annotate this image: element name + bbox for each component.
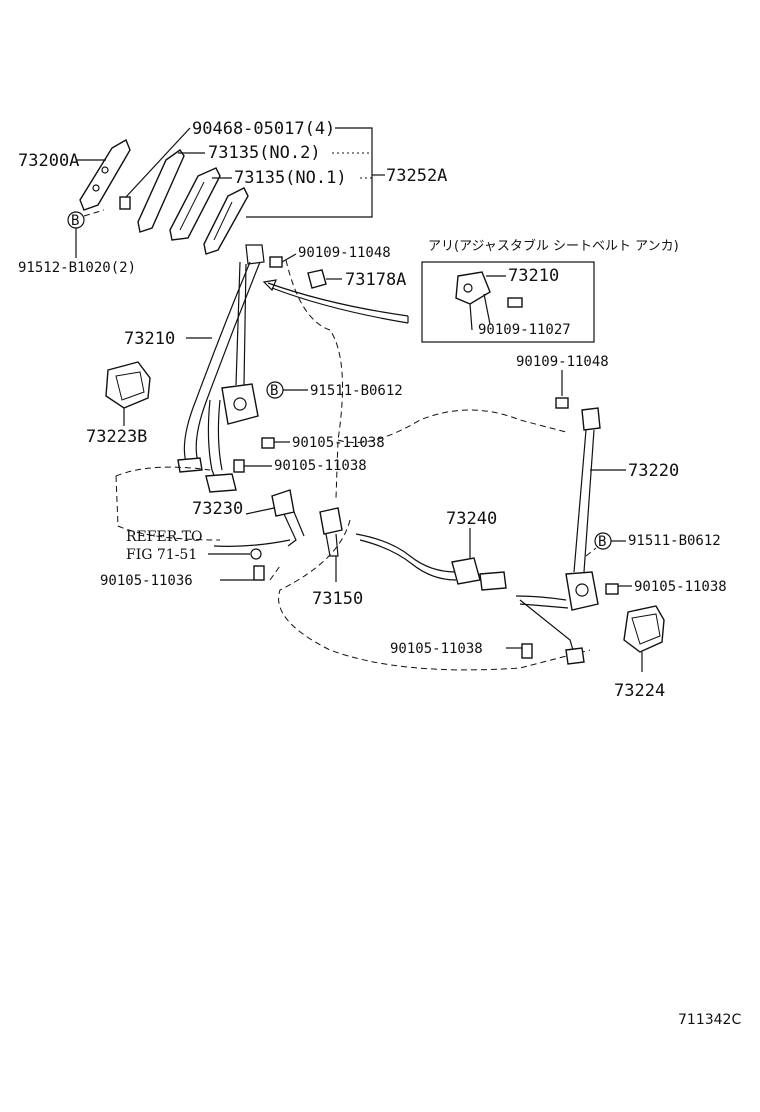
label-90105-11038-d: 90105-11038: [390, 641, 483, 657]
cover-73135-no2-drawing: [137, 149, 185, 233]
bolt-90105-11038-a-drawing: [261, 437, 275, 449]
marker-b-right-text: B: [598, 534, 606, 550]
label-90109-11048-right: 90109-11048: [516, 354, 609, 370]
label-90105-11036: 90105-11036: [100, 573, 193, 589]
bolt-90105-11036-drawing: [253, 565, 265, 581]
label-73135-no2: 73135(NO.2): [208, 143, 321, 163]
label-73240: 73240: [446, 509, 497, 529]
label-73252a: 73252A: [386, 166, 447, 186]
bolt-90468-drawing: [119, 196, 131, 210]
clip-73178a-drawing: [307, 269, 327, 289]
bolt-90109-11027-drawing: [507, 297, 523, 308]
cover-73135-lower-drawing: [203, 187, 249, 255]
buckle-73230-drawing: [213, 489, 305, 547]
label-73150: 73150: [312, 589, 363, 609]
bolt-90109-11048-right-drawing: [555, 397, 569, 409]
cover-73224-drawing: [623, 605, 665, 653]
marker-b-left-text: B: [270, 383, 278, 399]
anchor-73210-inset-drawing: [455, 271, 491, 331]
label-90468-05017: 90468-05017(4): [192, 119, 335, 139]
inset-box: [421, 261, 595, 343]
bracket-73252a: [246, 127, 373, 218]
leader-90468: [125, 127, 191, 198]
clip-refer-drawing: [250, 548, 262, 560]
label-73224: 73224: [614, 681, 665, 701]
label-90105-11038-c: 90105-11038: [634, 579, 727, 595]
label-73135-no1: 73135(NO.1): [234, 168, 347, 188]
label-73230: 73230: [192, 499, 243, 519]
label-91512-b1020: 91512-B1020(2): [18, 260, 136, 276]
bolt-90109-11048-top-drawing: [269, 256, 283, 268]
cover-73223b-drawing: [105, 361, 151, 409]
seat-belt-73210-drawing: [177, 244, 265, 493]
label-73210-inset: 73210: [508, 266, 559, 286]
seat-belt-73220-drawing: [515, 407, 601, 665]
bolt-90105-11038-c-drawing: [605, 583, 619, 595]
bolt-90105-11038-b-drawing: [233, 459, 245, 473]
marker-b-top-text: B: [71, 213, 79, 229]
bolt-90105-11038-d-drawing: [521, 643, 533, 659]
diagram-code: 711342C: [678, 1012, 741, 1028]
label-90109-11027: 90109-11027: [478, 322, 571, 338]
buckle-73150-drawing: [319, 507, 343, 557]
label-91511-b0612-left: 91511-B0612: [310, 383, 403, 399]
label-73178a: 73178A: [345, 270, 406, 290]
trim-strip: [267, 282, 409, 317]
label-73200a: 73200A: [18, 151, 79, 171]
belt-73240-drawing: [355, 533, 507, 591]
refer-line-2: FIG 71-51: [126, 547, 197, 563]
refer-line-1: REFER TO: [126, 529, 203, 545]
label-73210: 73210: [124, 329, 175, 349]
label-90105-11038-b: 90105-11038: [274, 458, 367, 474]
label-73223b: 73223B: [86, 427, 147, 447]
arrow-head: [262, 279, 277, 292]
seat-outline: [115, 259, 591, 671]
cover-73135-no1-drawing: [169, 167, 221, 241]
label-73220: 73220: [628, 461, 679, 481]
label-90109-11048-top: 90109-11048: [298, 245, 391, 261]
note-adjustable-anchor: アリ(アジャスタブル シートベルト アンカ): [428, 238, 679, 254]
bracket-73200a-drawing: [79, 138, 131, 211]
label-91511-b0612-right: 91511-B0612: [628, 533, 721, 549]
